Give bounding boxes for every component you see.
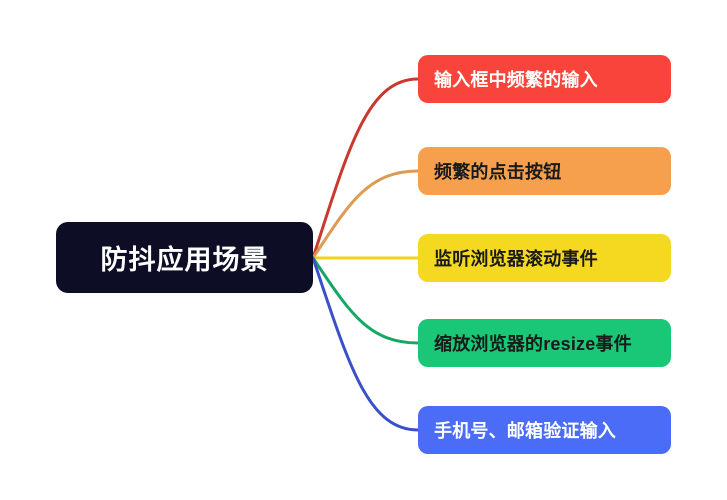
branch-node-scroll-event[interactable]: 监听浏览器滚动事件 <box>418 234 671 282</box>
branch-node-label: 缩放浏览器的resize事件 <box>434 334 632 354</box>
branch-node-button-click[interactable]: 频繁的点击按钮 <box>418 147 671 195</box>
branch-node-validation-input[interactable]: 手机号、邮箱验证输入 <box>418 406 671 454</box>
branch-node-label: 频繁的点击按钮 <box>434 162 562 182</box>
connector-line <box>311 169 420 260</box>
branch-node-label: 手机号、邮箱验证输入 <box>434 421 616 441</box>
branch-node-label: 输入框中频繁的输入 <box>434 70 598 90</box>
connector-line <box>311 256 420 345</box>
branch-node-label: 监听浏览器滚动事件 <box>434 249 598 269</box>
branch-node-input-field[interactable]: 输入框中频繁的输入 <box>418 55 671 103</box>
branch-node-resize-event[interactable]: 缩放浏览器的resize事件 <box>418 319 671 367</box>
root-node[interactable]: 防抖应用场景 <box>56 222 313 293</box>
root-node-label: 防抖应用场景 <box>100 245 269 275</box>
connector-line <box>311 77 420 260</box>
connector-line <box>311 256 420 432</box>
